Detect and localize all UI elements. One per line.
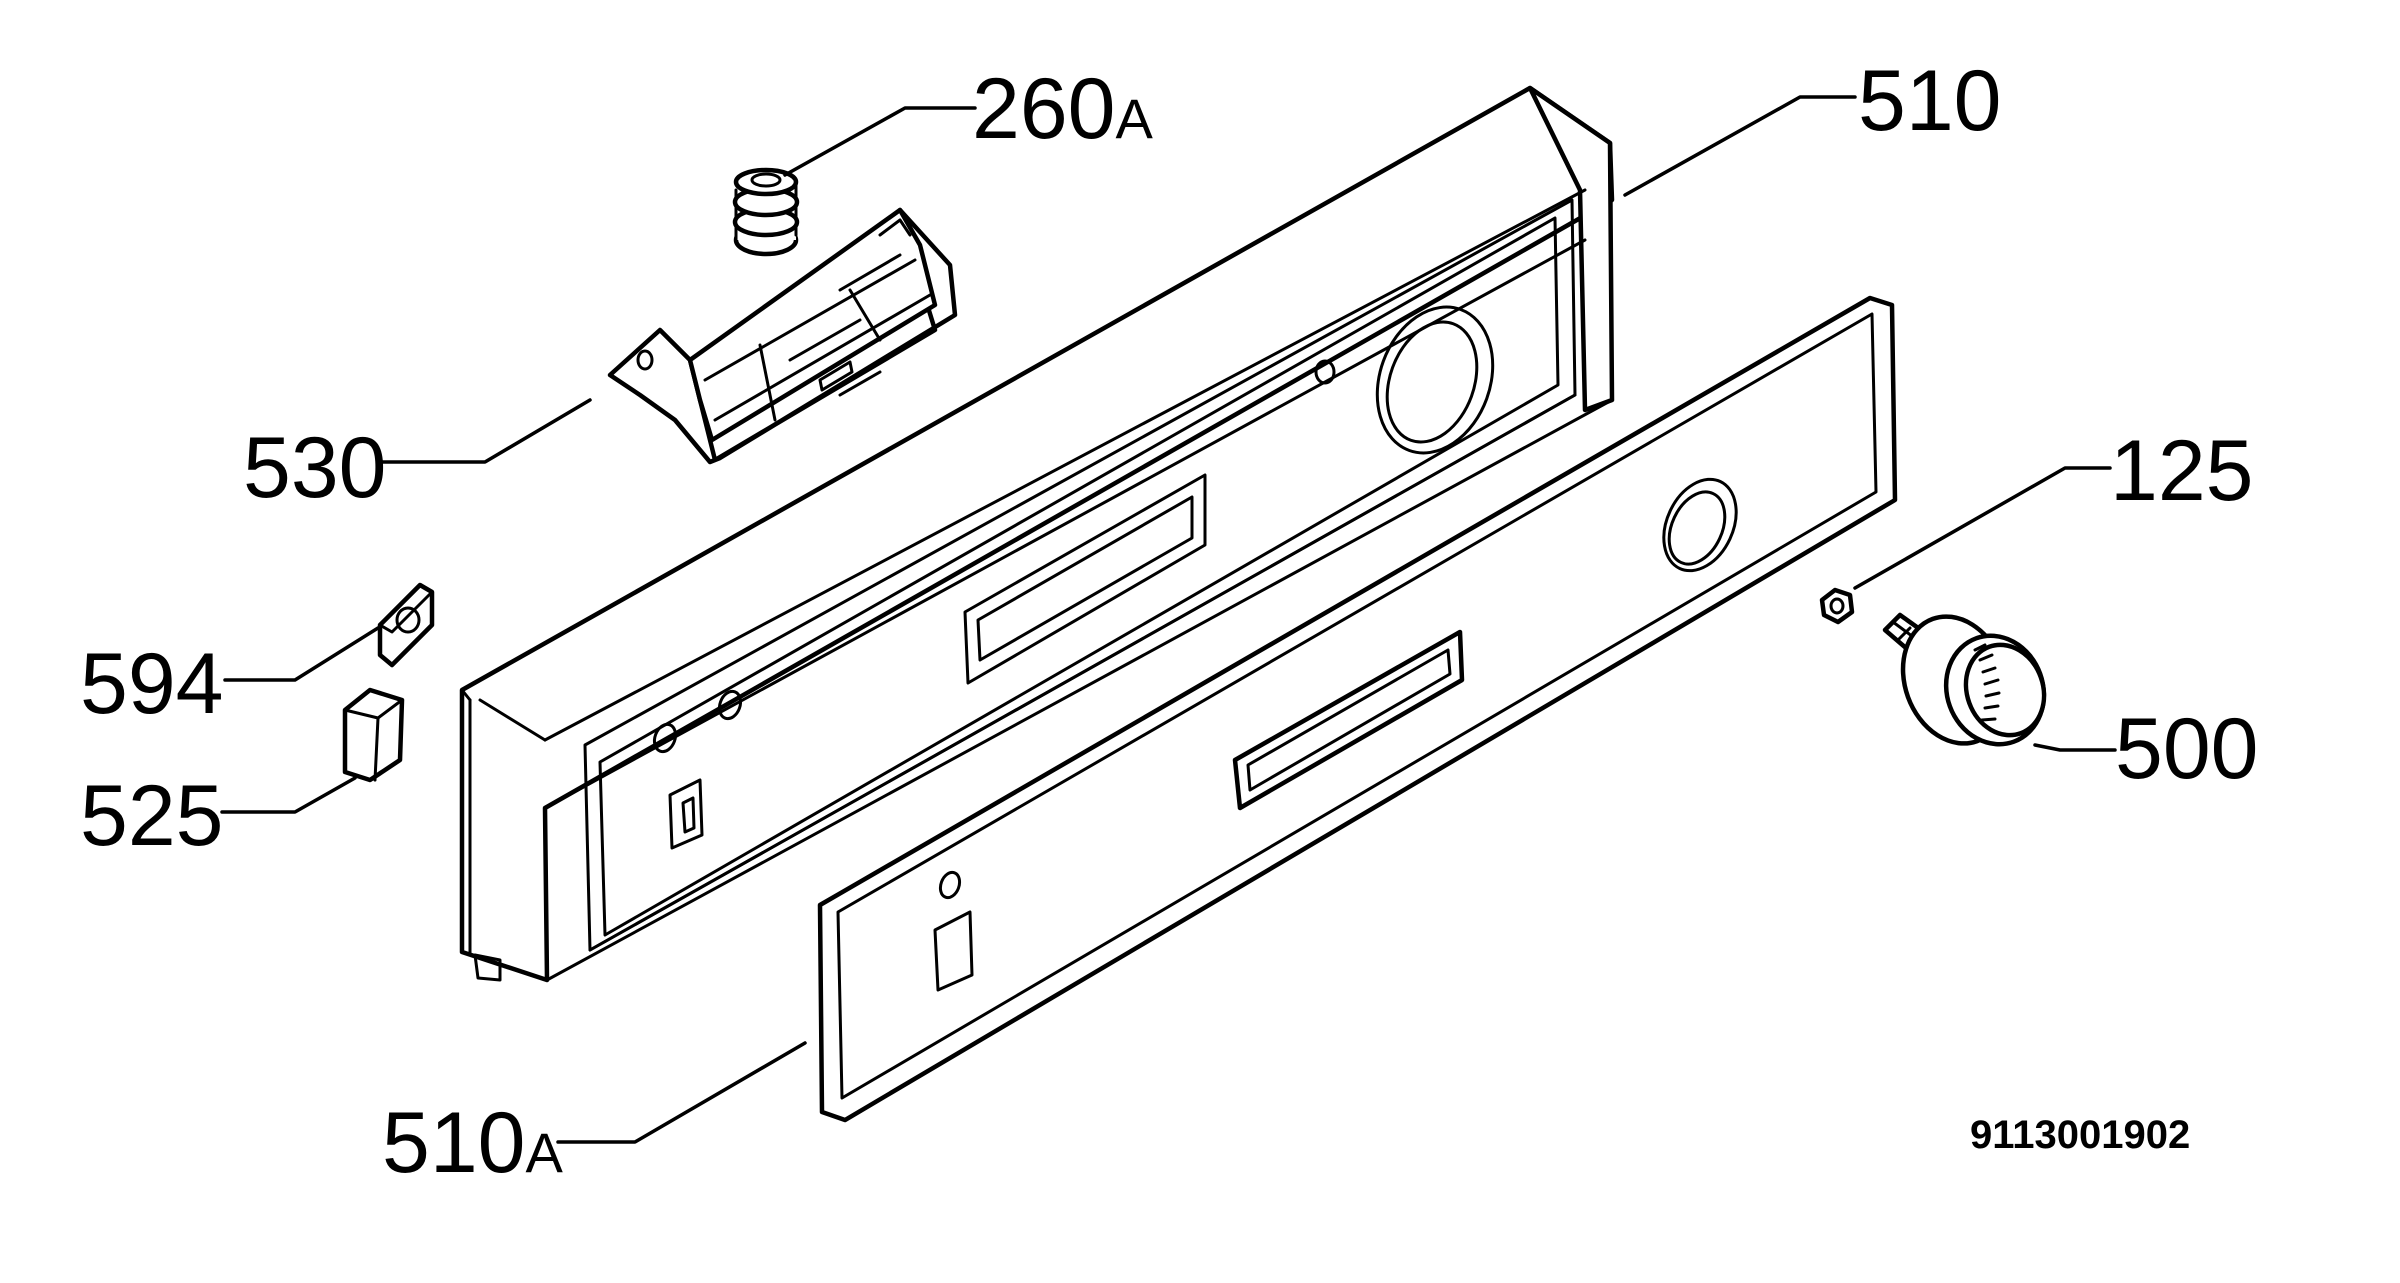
leader-594 xyxy=(223,626,380,682)
label-125: 125 xyxy=(2110,423,2254,519)
part-594-cap xyxy=(377,582,435,668)
label-530: 530 xyxy=(243,420,387,516)
part-525-push-button xyxy=(342,687,405,783)
leader-500 xyxy=(2033,743,2117,752)
leader-530 xyxy=(378,398,592,464)
label-510a: 510A xyxy=(382,1095,564,1191)
part-510a-front-cover xyxy=(817,295,1898,1123)
part-500-control-knob xyxy=(1882,612,2047,747)
leader-525 xyxy=(220,776,357,814)
label-525: 525 xyxy=(80,768,224,864)
part-125-nut xyxy=(1819,587,1855,625)
leader-260a xyxy=(783,106,977,177)
leader-125 xyxy=(1853,466,2112,590)
drawing-code: 9113001902 xyxy=(1970,1113,2190,1157)
leader-510a xyxy=(556,1041,807,1144)
leader-lines xyxy=(220,95,2117,1144)
label-260a: 260A xyxy=(972,61,1154,157)
label-500: 500 xyxy=(2115,701,2259,797)
leader-510 xyxy=(1623,95,1857,197)
part-510-control-panel-housing xyxy=(459,85,1615,983)
label-594: 594 xyxy=(80,636,224,732)
part-530-bracket xyxy=(607,207,958,465)
part-260a-grommet xyxy=(732,167,800,257)
label-510: 510 xyxy=(1858,53,2002,149)
